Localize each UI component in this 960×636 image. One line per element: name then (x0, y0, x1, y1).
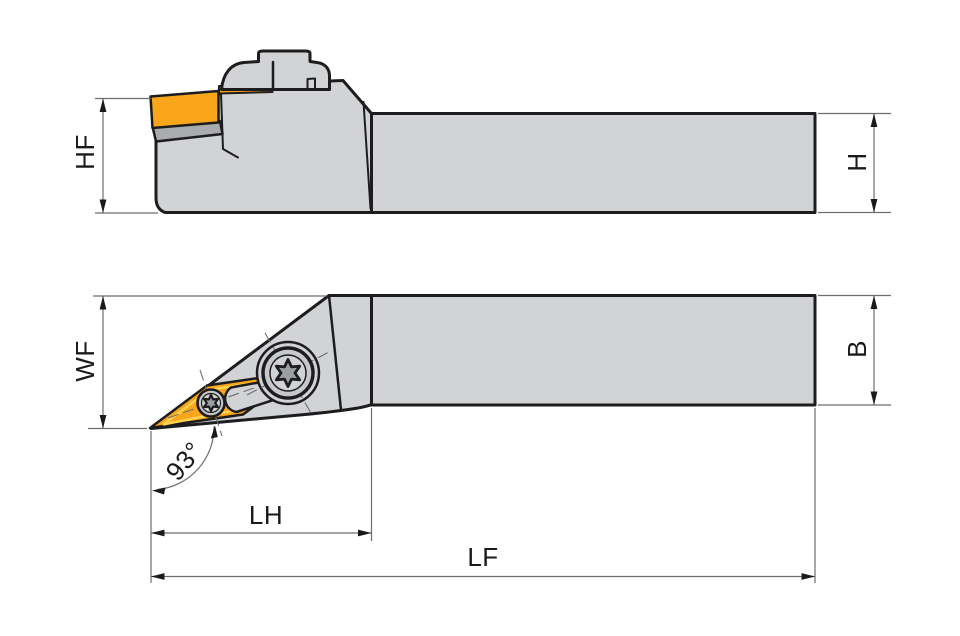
side-view-neck-crease-line (362, 101, 372, 210)
clamp-screw-torx-icon (274, 358, 302, 388)
h-arrow-up (870, 113, 878, 127)
wf-arrow-up (99, 296, 107, 310)
side-view-dimensions: HF H (70, 97, 891, 214)
lf-label: LF (467, 542, 498, 572)
hf-label: HF (70, 134, 100, 170)
h-arrow-down (870, 199, 878, 213)
hf-arrow-down (99, 199, 107, 213)
b-label: B (842, 340, 872, 358)
lh-arrow-right (358, 529, 372, 537)
wf-label: WF (70, 340, 100, 381)
h-label: H (842, 152, 872, 171)
side-view-shank (370, 112, 817, 214)
side-view-pocket-line (220, 92, 239, 159)
lf-arrow-right (801, 573, 815, 580)
angle-arrow-end (210, 425, 218, 439)
lh-label: LH (249, 500, 283, 530)
b-arrow-up (870, 295, 878, 309)
angle-arrow-start (152, 487, 166, 495)
side-view-insert (149, 89, 220, 130)
lh-arrow-left (151, 529, 165, 537)
side-view-clamp-notch-lines (306, 77, 316, 91)
insert-screw-torx-icon (202, 393, 220, 413)
lf-arrow-left (151, 573, 165, 580)
top-view (148, 294, 817, 437)
top-view-shank (370, 294, 817, 407)
b-arrow-down (870, 391, 878, 405)
wf-arrow-down (99, 415, 107, 429)
angle-label: 93° (159, 436, 208, 487)
side-view-clamp (220, 49, 331, 91)
hf-arrow-up (99, 98, 107, 112)
top-view-facet-line (327, 294, 343, 412)
side-view (149, 49, 817, 214)
